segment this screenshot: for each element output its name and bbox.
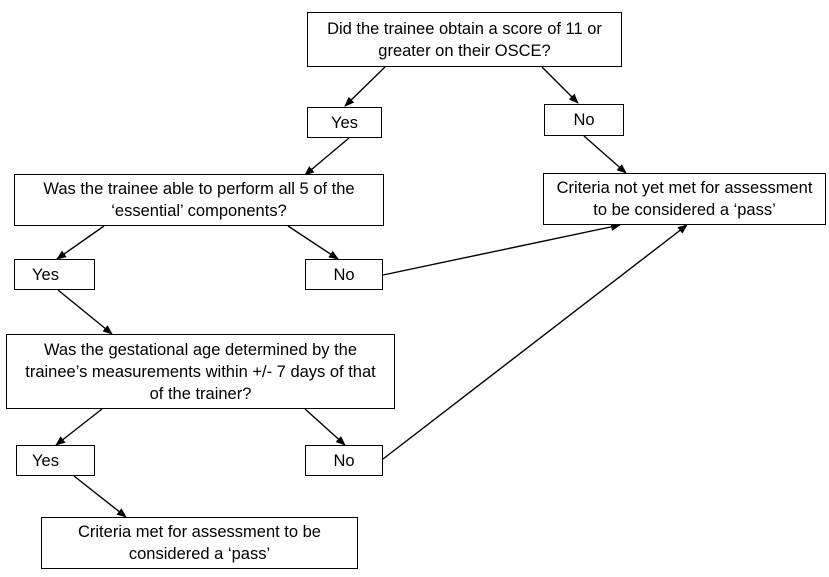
result-not-yet-met-text: Criteria not yet met for assessment to b… bbox=[556, 179, 813, 219]
arrow-osce-to-yes bbox=[344, 66, 386, 107]
essential-no-box: No bbox=[305, 259, 383, 290]
osce-no-label: No bbox=[573, 111, 595, 129]
essential-yes-label: Yes bbox=[32, 265, 59, 284]
osce-yes-label: Yes bbox=[331, 113, 358, 132]
essential-components-question: Was the trainee able to perform all 5 of… bbox=[14, 174, 384, 226]
arrow-no-to-fail bbox=[583, 135, 627, 174]
result-met-text: Criteria met for assessment to be consid… bbox=[77, 523, 321, 563]
arrow-yes-to-pass bbox=[73, 475, 127, 518]
arrow-gestational-to-no bbox=[304, 408, 346, 446]
result-not-yet-met-box: Criteria not yet met for assessment to b… bbox=[543, 173, 826, 225]
essential-yes-box: Yes bbox=[14, 259, 95, 290]
arrow-gestational-no-to-fail bbox=[382, 224, 688, 460]
arrow-essential-no-to-fail bbox=[382, 222, 621, 276]
gestational-no-box: No bbox=[305, 445, 383, 476]
gestational-yes-label: Yes bbox=[32, 451, 59, 470]
arrow-essential-to-no bbox=[287, 225, 339, 260]
arrow-osce-to-no bbox=[541, 66, 579, 104]
essential-no-label: No bbox=[333, 265, 355, 284]
arrow-gestational-to-yes bbox=[55, 408, 103, 446]
osce-no-box: No bbox=[544, 104, 624, 136]
gestational-age-question: Was the gestational age determined by th… bbox=[6, 334, 395, 409]
result-met-box: Criteria met for assessment to be consid… bbox=[41, 517, 358, 569]
osce-score-question: Did the trainee obtain a score of 11 or … bbox=[307, 12, 622, 67]
arrow-yes-to-gestational bbox=[57, 289, 113, 335]
gestational-no-label: No bbox=[333, 451, 355, 470]
arrow-essential-to-yes bbox=[56, 225, 105, 260]
osce-score-question-text: Did the trainee obtain a score of 11 or … bbox=[327, 19, 602, 60]
arrow-yes-to-essential bbox=[304, 137, 350, 176]
gestational-yes-box: Yes bbox=[16, 445, 95, 476]
gestational-age-question-text: Was the gestational age determined by th… bbox=[25, 340, 376, 403]
essential-components-question-text: Was the trainee able to perform all 5 of… bbox=[43, 180, 355, 220]
osce-yes-box: Yes bbox=[307, 107, 382, 138]
